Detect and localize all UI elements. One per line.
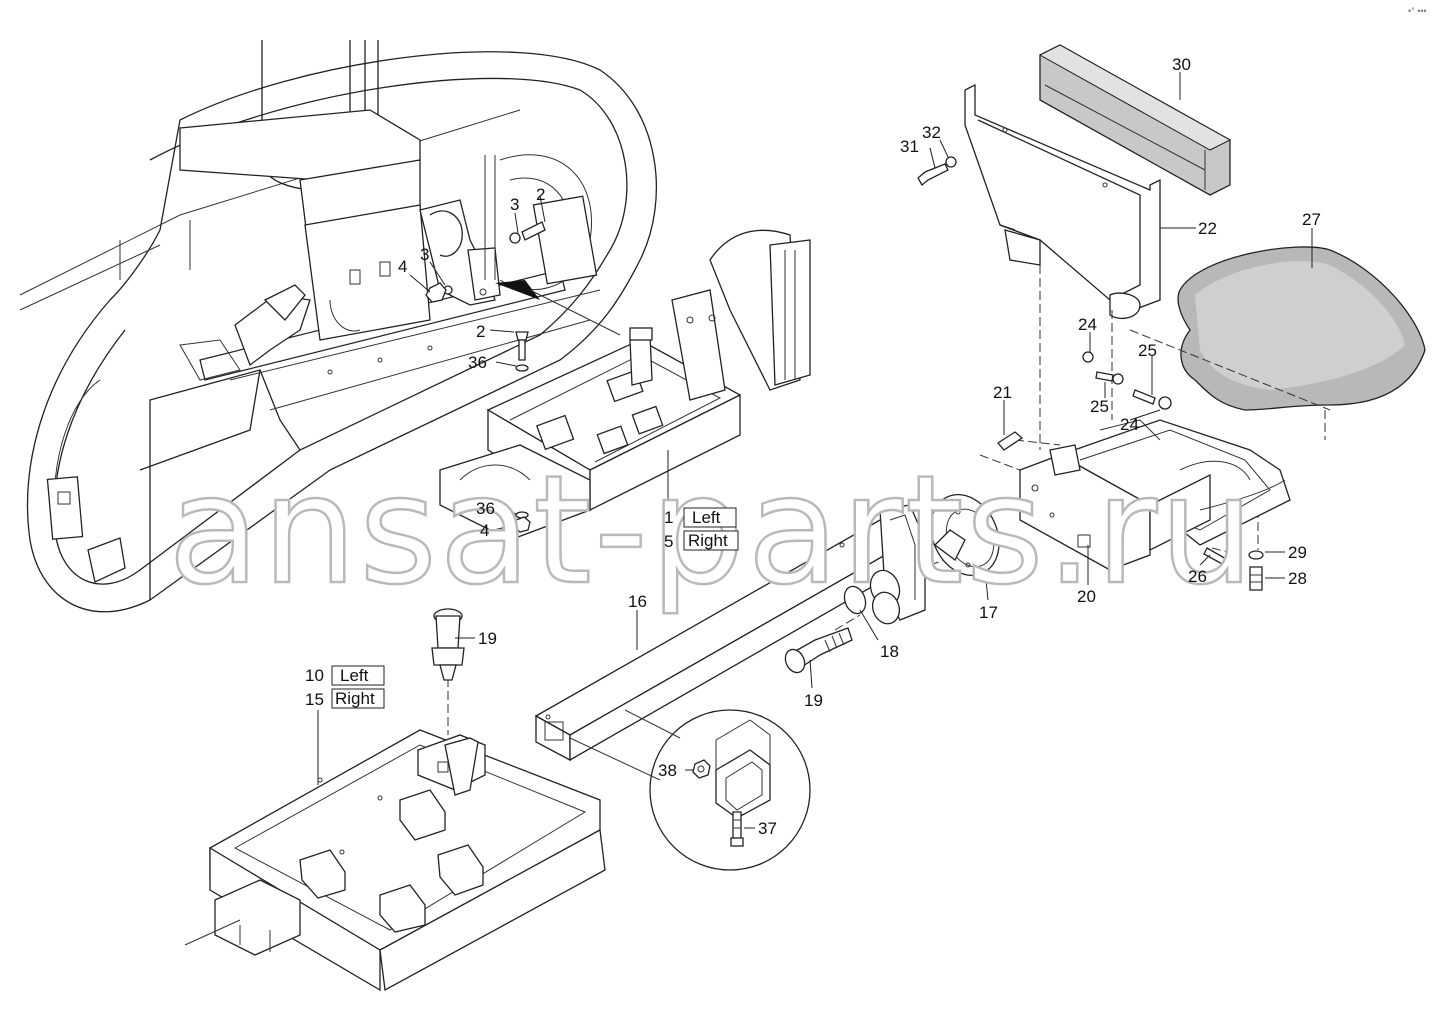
- callout-20: 20: [1077, 587, 1096, 606]
- callout-25-lower: 25: [1090, 397, 1109, 416]
- callout-24-lower: 24: [1120, 415, 1139, 434]
- callout-32: 32: [922, 123, 941, 142]
- callout-25-right: 25: [1138, 341, 1157, 360]
- corner-mark: •° •••: [1408, 6, 1427, 16]
- callout-30: 30: [1172, 55, 1191, 74]
- label-left-10: Left: [340, 666, 369, 685]
- callout-2-lower: 2: [476, 322, 485, 341]
- callout-3-lower: 3: [420, 245, 429, 264]
- callout-19-right: 19: [804, 691, 823, 710]
- callout-16: 16: [628, 592, 647, 611]
- label-left-1: Left: [692, 508, 721, 527]
- callout-31: 31: [900, 137, 919, 156]
- seat-back-frame: [917, 44, 1232, 319]
- callout-5: 5: [664, 532, 673, 551]
- callout-labels: 30 32 31 22 27 24 25 25 21 24 20 26 29 2…: [305, 55, 1321, 838]
- callout-38: 38: [658, 761, 677, 780]
- callout-4-upper: 4: [398, 257, 407, 276]
- callout-28: 28: [1288, 569, 1307, 588]
- callout-3-upper: 3: [510, 195, 519, 214]
- callout-18: 18: [880, 642, 899, 661]
- hardware-upper-left: [425, 221, 546, 533]
- callout-24-upper: 24: [1078, 315, 1097, 334]
- callout-10: 10: [305, 666, 324, 685]
- callout-17: 17: [979, 603, 998, 622]
- callout-37: 37: [758, 819, 777, 838]
- label-right-5: Right: [688, 531, 728, 550]
- lower-battery-tray: [184, 729, 606, 992]
- callout-26: 26: [1188, 567, 1207, 586]
- callout-21: 21: [993, 383, 1012, 402]
- callout-22: 22: [1198, 219, 1217, 238]
- machine-track-frame: [19, 40, 657, 613]
- callout-19-left: 19: [478, 629, 497, 648]
- side-battery-box: [439, 229, 811, 541]
- label-right-15: Right: [335, 689, 375, 708]
- callout-27: 27: [1302, 210, 1321, 229]
- callout-2-upper: 2: [536, 185, 545, 204]
- seat-cushion: [1177, 246, 1426, 411]
- seat-mount-plate: [997, 351, 1291, 591]
- callout-4-lower: 4: [480, 521, 489, 540]
- detail-view-circle: [569, 709, 811, 871]
- callout-36-lower: 36: [476, 499, 495, 518]
- cross-beam: [431, 493, 1000, 762]
- callout-36-upper: 36: [468, 353, 487, 372]
- callout-1: 1: [664, 508, 673, 527]
- leader-lines: [317, 72, 1313, 829]
- callout-15: 15: [305, 690, 324, 709]
- callout-29: 29: [1288, 543, 1307, 562]
